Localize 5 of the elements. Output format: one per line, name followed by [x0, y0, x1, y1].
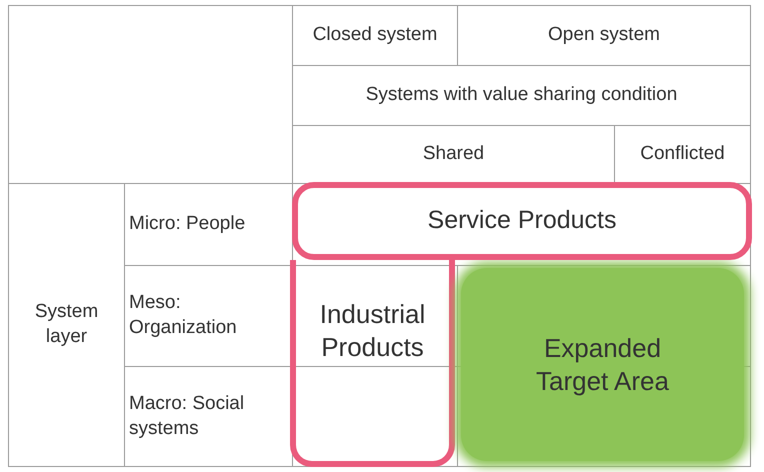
highlight-frame: Industrial Products [290, 260, 455, 467]
target-area: Expanded Target Area [461, 268, 744, 461]
table-cell: System layer [8, 183, 125, 467]
table-cell: Open system [457, 5, 751, 66]
highlight-frame: Service Products [292, 182, 752, 260]
